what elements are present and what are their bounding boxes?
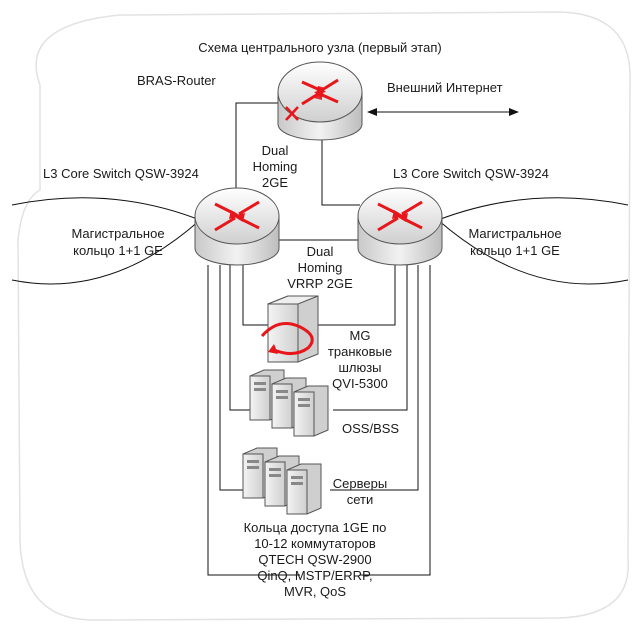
interlink-line2: Homing (298, 260, 343, 275)
uplink-label-line3: 2GE (262, 175, 288, 190)
mg-label-line1: MG (350, 328, 371, 343)
access-label-line3: QTECH QSW-2900 (258, 552, 371, 567)
ring-right-line2: кольцо 1+1 GE (470, 243, 560, 258)
access-label-line1: Кольца доступа 1GE по (244, 520, 387, 535)
link-left-servers (219, 265, 243, 491)
link-left-access (207, 265, 300, 576)
ring-right-line1: Магистральное (468, 226, 561, 241)
core-switch-left-icon (194, 187, 280, 266)
ring-left-line2: кольцо 1+1 GE (73, 243, 163, 258)
interlink-line1: Dual (307, 244, 334, 259)
mg-label-line4: QVI-5300 (332, 376, 388, 391)
servers-label-line1: Серверы (333, 476, 387, 491)
link-right-mg (318, 265, 396, 326)
bras-router-icon (277, 61, 363, 141)
core-right-label: L3 Core Switch QSW-3924 (393, 166, 549, 181)
uplink-label-line1: Dual (262, 143, 289, 158)
uplink-label-line2: Homing (253, 159, 298, 174)
ring-left-line1: Магистральное (71, 226, 164, 241)
mg-label-line2: транковые (328, 344, 392, 359)
access-label-line4: QinQ, MSTP/ERRP, (257, 568, 372, 583)
oss-label: OSS/BSS (342, 421, 399, 436)
network-servers-icon (242, 447, 322, 515)
internet-label: Внешний Интернет (387, 80, 503, 95)
link-bras-left (235, 102, 278, 190)
mg-gateway-icon (260, 295, 319, 363)
core-left-label: L3 Core Switch QSW-3924 (43, 166, 199, 181)
core-switch-right-icon (357, 187, 443, 266)
diagram-title: Схема центрального узла (первый этап) (198, 40, 441, 55)
oss-servers-icon (249, 369, 329, 437)
link-left-mg (242, 265, 268, 326)
interlink-line3: VRRP 2GE (287, 276, 353, 291)
background-panel (17, 11, 631, 621)
access-label-line2: 10-12 коммутаторов (254, 536, 376, 551)
servers-label-line2: сети (347, 492, 374, 507)
link-right-oss (333, 265, 408, 411)
mg-label-line3: шлюзы (338, 360, 381, 375)
access-label-line5: MVR, QoS (284, 584, 346, 599)
link-right-servers (330, 265, 419, 491)
link-left-oss (229, 265, 252, 411)
bras-router-label: BRAS-Router (137, 73, 216, 88)
link-bras-right (321, 125, 360, 206)
link-right-access (360, 265, 431, 576)
